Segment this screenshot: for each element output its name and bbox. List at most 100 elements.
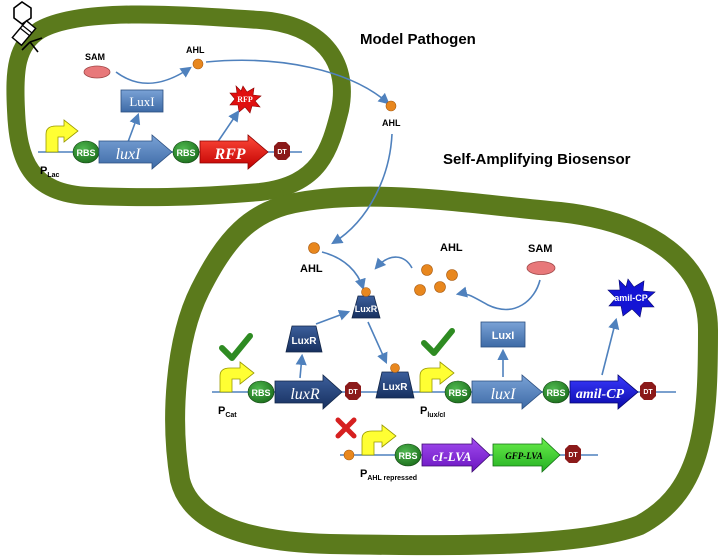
amilcp-protein-label: amil-CP bbox=[614, 293, 648, 303]
ahl-molecule bbox=[446, 269, 458, 281]
activation-arrow bbox=[367, 321, 388, 365]
ahl-molecule bbox=[421, 264, 433, 276]
synthesis-arrow bbox=[455, 279, 541, 311]
rbs-label: RBS bbox=[76, 148, 95, 158]
luxr-complex bbox=[375, 371, 415, 399]
pathogen-membrane bbox=[6, 5, 351, 207]
biosensor-title: Self-Amplifying Biosensor bbox=[443, 151, 631, 168]
ahl-label: AHL bbox=[186, 45, 205, 55]
check-icon bbox=[219, 333, 253, 361]
promoter-label: PAHL repressed bbox=[360, 468, 417, 482]
rbs-icon bbox=[444, 380, 472, 404]
ahl-label: AHL bbox=[440, 242, 463, 254]
gene-ci-label: cI-LVA bbox=[433, 449, 472, 464]
promoter-icon bbox=[419, 361, 455, 393]
promoter-label-main: P bbox=[40, 165, 47, 177]
luxr-label: LuxR bbox=[292, 336, 318, 347]
rbs-label: RBS bbox=[546, 388, 565, 398]
terminator-icon bbox=[565, 445, 581, 463]
promoter-icon bbox=[45, 119, 79, 153]
gene-ci bbox=[421, 437, 491, 473]
check-icon bbox=[421, 328, 455, 356]
gene-luxi bbox=[471, 374, 543, 410]
luxr-protein bbox=[285, 325, 323, 353]
gene-luxi bbox=[98, 134, 173, 170]
gene-gfp bbox=[492, 437, 561, 473]
rbs-label: RBS bbox=[251, 388, 270, 398]
pathogen-title: Model Pathogen bbox=[360, 31, 476, 48]
rbs-icon bbox=[172, 140, 200, 164]
rbs-label: RBS bbox=[398, 451, 417, 461]
binding-arrow bbox=[321, 251, 366, 291]
promoter-label: PCat bbox=[218, 405, 237, 419]
gene-amilcp-label: amil-CP bbox=[576, 387, 625, 402]
promoter-label-sub: Cat bbox=[225, 412, 237, 419]
ahl-molecule bbox=[343, 449, 355, 461]
gene-luxi-label: luxI bbox=[491, 386, 517, 403]
terminator-icon bbox=[640, 382, 656, 400]
promoter-label-sub: lux/cI bbox=[427, 412, 445, 419]
star-burst-icon bbox=[229, 85, 262, 114]
ahl-molecule bbox=[192, 58, 204, 70]
luxi-protein-label: LuxI bbox=[129, 94, 154, 109]
ahl-molecule bbox=[308, 242, 320, 254]
phage-icon bbox=[11, 1, 43, 53]
sam-label: SAM bbox=[528, 243, 552, 255]
terminator-icon bbox=[345, 382, 361, 400]
ahl-molecule bbox=[361, 287, 371, 297]
rbs-icon bbox=[542, 380, 570, 404]
luxr-label: LuxR bbox=[383, 382, 409, 393]
gene-luxr bbox=[274, 374, 343, 410]
gene-rfp bbox=[199, 134, 269, 170]
promoter-label-main: P bbox=[218, 405, 225, 417]
luxr-label: LuxR bbox=[355, 304, 378, 314]
luxi-protein-label: LuxI bbox=[492, 330, 515, 342]
promoter-icon bbox=[219, 361, 255, 393]
diffusion-arrow bbox=[331, 133, 393, 245]
ahl-label: AHL bbox=[382, 118, 401, 128]
cross-icon bbox=[335, 417, 357, 439]
translation-arrow-rfp bbox=[216, 110, 240, 144]
terminator-label: DT bbox=[643, 389, 653, 396]
translation-arrow bbox=[127, 112, 141, 143]
promoter-label: PLac bbox=[40, 165, 60, 179]
binding-arrow bbox=[374, 256, 413, 270]
rbs-label: RBS bbox=[176, 148, 195, 158]
terminator-label: DT bbox=[348, 389, 358, 396]
ahl-molecule bbox=[390, 363, 400, 373]
sam-molecule bbox=[526, 261, 556, 275]
promoter-label-main: P bbox=[420, 405, 427, 417]
gene-luxi-label: luxI bbox=[116, 146, 142, 163]
ahl-label: AHL bbox=[300, 263, 323, 275]
luxr-complex bbox=[351, 295, 381, 319]
translation-arrow bbox=[601, 317, 620, 376]
luxi-protein bbox=[120, 89, 164, 113]
gene-rfp-label: RFP bbox=[213, 146, 245, 163]
promoter-label-sub: Lac bbox=[47, 172, 59, 179]
rfp-protein-label: RFP bbox=[237, 95, 253, 104]
ahl-molecule bbox=[414, 284, 426, 296]
gene-luxr-label: luxR bbox=[290, 386, 320, 403]
rbs-label: RBS bbox=[448, 388, 467, 398]
sam-label: SAM bbox=[85, 52, 105, 62]
star-burst-icon bbox=[607, 278, 656, 318]
terminator-label: DT bbox=[277, 149, 287, 156]
gene-gfp-label: GFP-LVA bbox=[505, 451, 543, 461]
terminator-label: DT bbox=[568, 452, 578, 459]
export-arrow bbox=[205, 59, 390, 105]
promoter-label: Plux/cI bbox=[420, 405, 445, 419]
promoter-label-main: P bbox=[360, 468, 367, 480]
ahl-molecule bbox=[434, 281, 446, 293]
promoter-icon bbox=[361, 424, 397, 456]
biosensor-membrane bbox=[165, 186, 718, 556]
ahl-molecule bbox=[385, 100, 397, 112]
translation-arrow bbox=[295, 353, 307, 379]
binding-arrow bbox=[315, 309, 351, 325]
synthesis-arrow bbox=[115, 66, 192, 85]
gene-amilcp bbox=[569, 374, 639, 410]
rbs-icon bbox=[394, 443, 422, 467]
rbs-icon bbox=[247, 380, 275, 404]
terminator-icon bbox=[274, 142, 290, 160]
